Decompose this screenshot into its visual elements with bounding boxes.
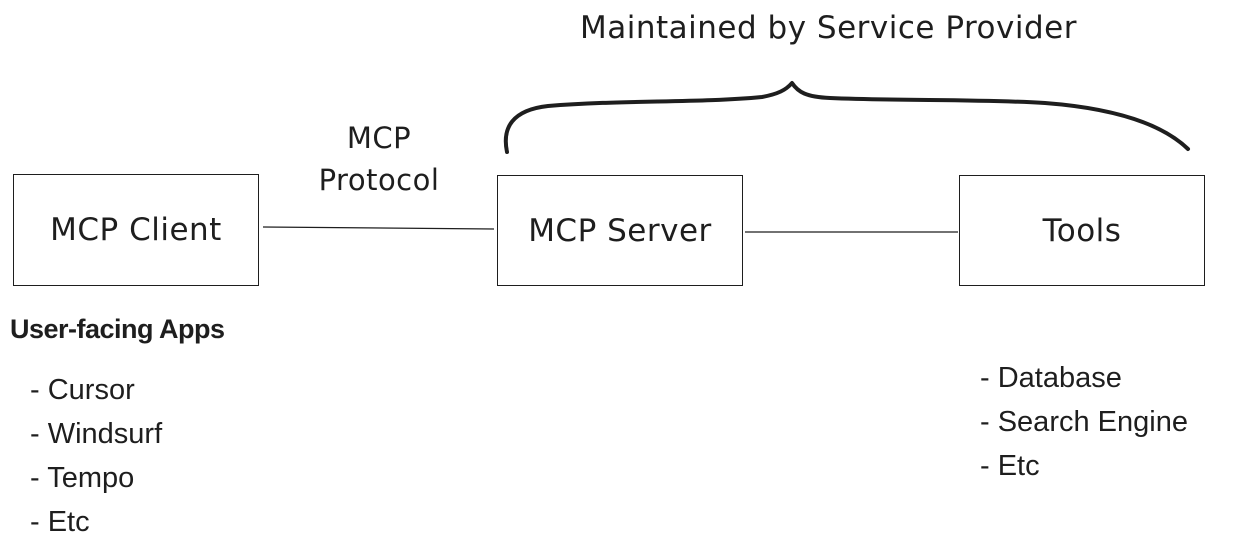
list-item: - Database	[980, 362, 1122, 394]
list-item: - Windsurf	[30, 418, 163, 450]
mcp-server-node: MCP Server	[497, 175, 743, 286]
list-item: - Tempo	[30, 462, 135, 494]
user-facing-apps-heading: User-facing Apps	[10, 314, 225, 344]
tools-node: Tools	[959, 175, 1205, 286]
mcp-client-node: MCP Client	[13, 174, 259, 286]
mcp-client-label: MCP Client	[50, 212, 222, 248]
list-item: - Etc	[980, 450, 1040, 482]
mcp-server-label: MCP Server	[528, 212, 712, 249]
client-examples-list: - Cursor - Windsurf - Tempo - Etc	[30, 368, 162, 544]
tools-label: Tools	[1042, 212, 1122, 249]
list-item: - Etc	[30, 506, 90, 538]
provider-caption: Maintained by Service Provider	[580, 10, 1077, 46]
protocol-label: MCP Protocol	[300, 117, 458, 201]
client-server-connector	[262, 226, 495, 230]
list-item: - Cursor	[30, 374, 135, 406]
protocol-label-line: MCP	[346, 121, 412, 155]
list-item: - Search Engine	[980, 406, 1188, 438]
provider-brace	[503, 81, 1190, 154]
protocol-label-line: Protocol	[318, 163, 440, 197]
tool-examples-list: - Database - Search Engine - Etc	[980, 356, 1188, 488]
